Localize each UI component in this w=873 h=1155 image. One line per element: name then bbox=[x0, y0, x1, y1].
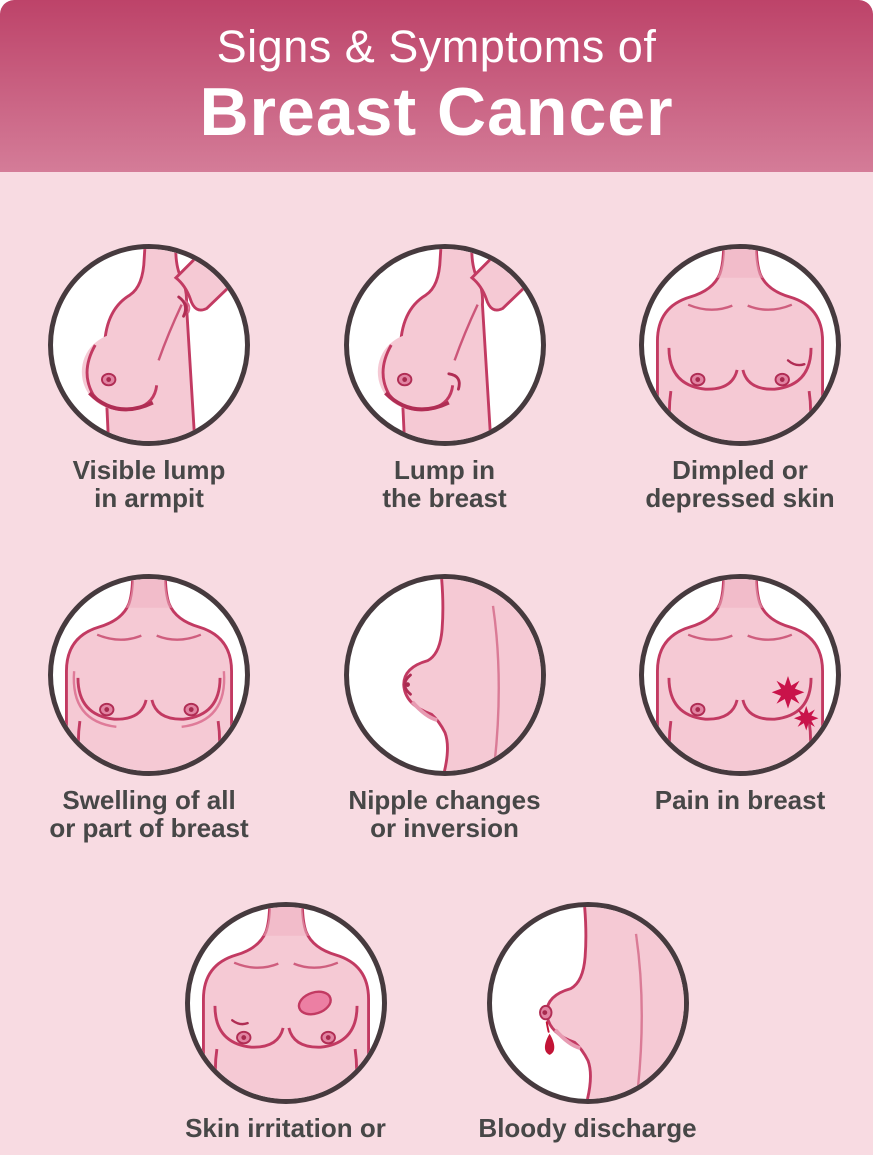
symptom-card-visible-lump-armpit: Visible lump in armpit bbox=[18, 244, 280, 512]
symptom-card-swelling: Swelling of all or part of breast bbox=[18, 574, 280, 842]
symptom-label-line1: Nipple changes bbox=[348, 785, 541, 815]
symptom-label-line2: in armpit bbox=[94, 483, 204, 513]
torso-side-armpit-lump-icon bbox=[81, 249, 245, 441]
symptom-label-line2: the breast bbox=[382, 483, 507, 513]
symptom-label: Skin irritation or bbox=[185, 1114, 386, 1142]
symptom-label: Nipple changes or inversion bbox=[348, 786, 540, 842]
torso-front-skin-irritation-icon bbox=[201, 907, 370, 1099]
symptom-label-line1: Lump in bbox=[393, 455, 496, 485]
symptom-label: Visible lump in armpit bbox=[73, 456, 226, 512]
symptoms-row-3: Skin irritation or bbox=[0, 902, 873, 1142]
symptoms-row-1: Visible lump in armpit bbox=[0, 244, 873, 512]
blood-drop bbox=[544, 1033, 554, 1055]
illustration-circle bbox=[343, 574, 546, 776]
symptom-card-skin-irritation: Skin irritation or bbox=[155, 902, 417, 1142]
torso-profile-bloody-discharge-icon bbox=[538, 907, 684, 1099]
symptom-label-line1: Swelling of all bbox=[62, 785, 236, 815]
symptom-card-bloody-discharge: Bloody discharge bbox=[457, 902, 719, 1142]
pain-starburst-small bbox=[794, 705, 819, 731]
illustration-circle bbox=[184, 902, 387, 1104]
torso-front-pain-stars-icon bbox=[656, 579, 824, 771]
symptom-label: Bloody discharge bbox=[478, 1114, 696, 1142]
symptom-label-line2: or inversion bbox=[370, 813, 519, 843]
header-banner: Signs & Symptoms of Breast Cancer bbox=[0, 0, 873, 172]
symptom-label: Pain in breast bbox=[655, 786, 826, 814]
symptom-label: Dimpled or depressed skin bbox=[645, 456, 834, 512]
symptom-label-line1: Bloody discharge bbox=[478, 1113, 697, 1143]
title-line-2: Breast Cancer bbox=[199, 74, 674, 151]
illustration-circle bbox=[486, 902, 689, 1104]
symptom-label-line2: or part of breast bbox=[49, 813, 249, 843]
illustration-circle bbox=[48, 244, 250, 446]
illustration-circle bbox=[343, 244, 546, 446]
symptoms-grid: Visible lump in armpit bbox=[0, 244, 873, 1142]
symptom-label: Swelling of all or part of breast bbox=[49, 786, 248, 842]
symptom-label-line1: Skin irritation or bbox=[185, 1113, 386, 1143]
symptom-card-lump-in-breast: Lump in the breast bbox=[314, 244, 576, 512]
symptom-card-pain: Pain in breast bbox=[609, 574, 871, 842]
symptom-label-line1: Dimpled or bbox=[672, 455, 808, 485]
illustration-circle bbox=[48, 574, 250, 776]
pain-starburst-large bbox=[771, 675, 805, 709]
illustration-circle bbox=[639, 574, 841, 776]
torso-front-dimpled-skin-icon bbox=[656, 249, 824, 441]
symptom-card-nipple-changes: Nipple changes or inversion bbox=[314, 574, 576, 842]
symptoms-row-2: Swelling of all or part of breast Nipple… bbox=[0, 574, 873, 842]
symptom-label-line1: Pain in breast bbox=[654, 785, 826, 815]
title-line-1: Signs & Symptoms of bbox=[216, 20, 657, 72]
torso-side-breast-lump-icon bbox=[377, 249, 541, 441]
symptom-label: Lump in the breast bbox=[382, 456, 506, 512]
symptom-card-dimpled-skin: Dimpled or depressed skin bbox=[609, 244, 871, 512]
torso-front-swelling-icon bbox=[65, 579, 233, 771]
torso-profile-nipple-inversion-icon bbox=[401, 579, 541, 771]
irritation-patch bbox=[297, 990, 332, 1016]
illustration-circle bbox=[639, 244, 841, 446]
symptom-label-line1: Visible lump bbox=[72, 455, 226, 485]
symptom-label-line2: depressed skin bbox=[645, 483, 835, 513]
